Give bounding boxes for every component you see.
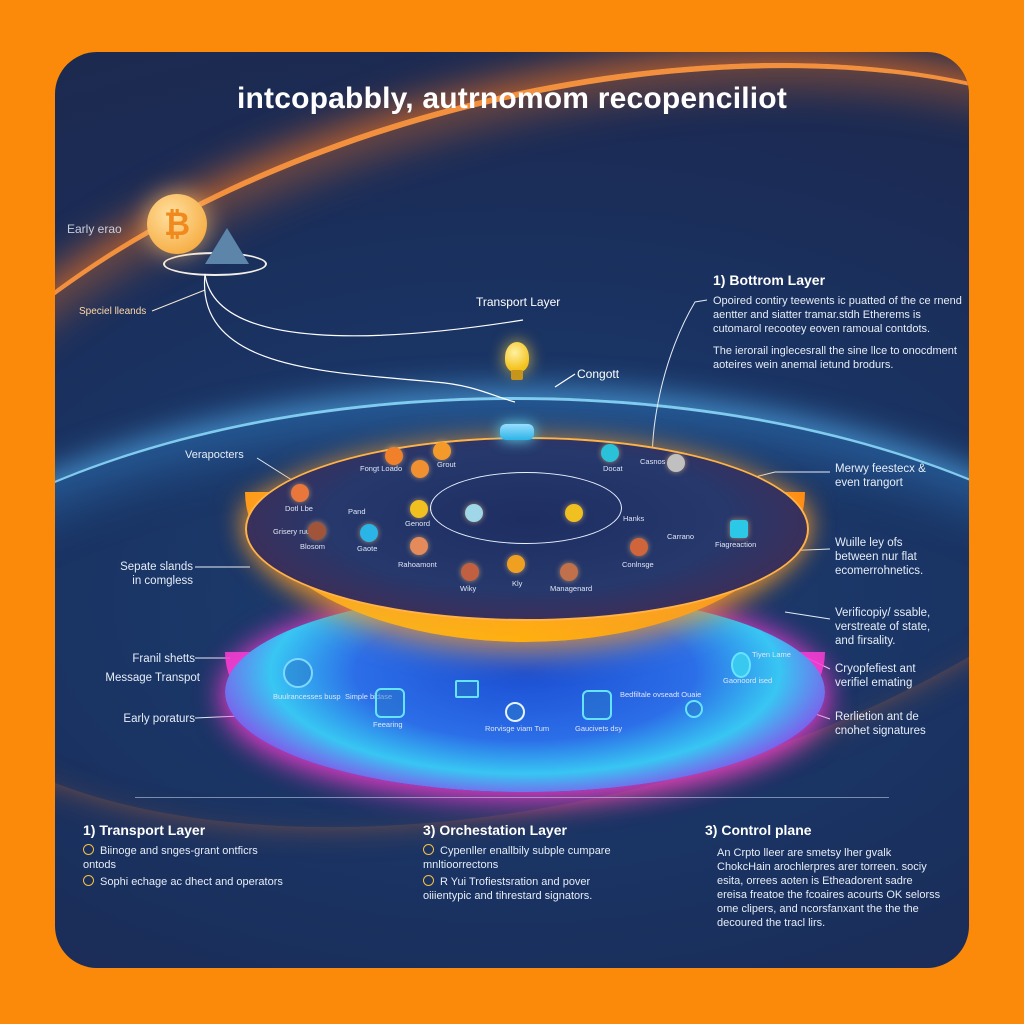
bottom-node-label: Gaonoord ised xyxy=(723,676,773,685)
node-icon xyxy=(667,454,685,472)
node-label: Rahoamont xyxy=(398,560,437,569)
page-title: intcopabbly, autrnomom recopenciliot xyxy=(236,82,788,115)
node-icon xyxy=(308,522,326,540)
clock-icon xyxy=(505,702,525,722)
node-label: Carrano xyxy=(667,532,695,541)
node-icon xyxy=(630,538,648,556)
node-label: Gaote xyxy=(357,544,378,553)
node-icon xyxy=(410,537,428,555)
bullet-text: Cypenller enallbily subple cumpare mnlti… xyxy=(423,845,611,871)
bottom-node-icon xyxy=(283,658,313,688)
left-label-1: Verapocters xyxy=(185,449,244,461)
lightbulb-icon xyxy=(505,342,529,372)
column-body: An Crpto lleer are smetsy lher gvalk Cho… xyxy=(717,847,941,929)
bottom-node-label: Rorvisge viam Tum xyxy=(485,724,550,733)
node-label: Blosom xyxy=(300,542,326,551)
left-label-3: Franil shetts xyxy=(132,653,195,665)
node-icon xyxy=(507,555,525,573)
node-label: Genord xyxy=(405,519,431,528)
column-heading: 1) Transport Layer xyxy=(83,822,206,838)
node-label: Hanks xyxy=(623,514,645,523)
bottom-node-label: Feearing xyxy=(373,720,403,729)
bullet-icon xyxy=(423,875,434,886)
node-icon xyxy=(461,563,479,581)
node-label: Grisery ruudes xyxy=(273,527,323,536)
ethereum-pyramid-icon xyxy=(205,228,249,264)
node-label: Grout xyxy=(437,460,456,469)
bullet-icon xyxy=(423,844,434,855)
infographic-panel: intcopabbly, autrnomom recopenciliot Ear… xyxy=(55,52,969,968)
central-hub-icon xyxy=(500,424,534,440)
column-transport: 1) Transport Layer Biinoge and snges-gra… xyxy=(83,822,283,889)
callout-heading: 1) Bottrom Layer xyxy=(713,272,826,288)
node-label: Conlnsge xyxy=(622,560,654,569)
right-label-4: Cryopfefiest ant verifiel emating xyxy=(835,663,916,689)
node-icon xyxy=(601,444,619,462)
node-label: Fiagreaction xyxy=(715,540,757,549)
bullet-icon xyxy=(83,844,94,855)
node-icon xyxy=(465,504,483,522)
bottom-node-label: Bedfiltale ovseadt Ouaie xyxy=(620,690,702,699)
node-icon xyxy=(411,460,429,478)
node-label: Docat xyxy=(603,464,623,473)
bullet-text: Biinoge and snges-grant ontficrs ontods xyxy=(83,845,258,871)
label-transport-layer: Transport Layer xyxy=(476,295,561,309)
lightbulb-base xyxy=(511,370,523,380)
node-icon xyxy=(730,520,748,538)
node-icon xyxy=(385,447,403,465)
column-heading: 3) Control plane xyxy=(705,822,812,838)
bottom-node-label: Simple bidase xyxy=(345,692,393,701)
bitcoin-icon: ₿ xyxy=(147,194,207,254)
node-icon xyxy=(291,484,309,502)
bullet-text: Sophi echage ac dhect and operators xyxy=(100,876,283,888)
node-label: Managenard xyxy=(550,584,593,593)
left-label-2: Sepate slands in comgless xyxy=(120,561,193,587)
right-label-1: Merwy feestecx & even trangort xyxy=(835,463,926,489)
node-label: Pand xyxy=(348,507,366,516)
envelope-icon xyxy=(455,680,479,698)
node-icon xyxy=(565,504,583,522)
node-label: Fongt Loado xyxy=(360,464,403,473)
node-label: Casnos xyxy=(640,457,666,466)
callout-para-2: The ierorail inglecesrall the sine llce … xyxy=(713,345,957,371)
label-congott: Congott xyxy=(577,367,620,381)
bullet-icon xyxy=(83,875,94,886)
right-callout: 1) Bottrom Layer Opoired contiry teewent… xyxy=(713,272,963,372)
node-icon xyxy=(433,442,451,460)
bottom-node-icon xyxy=(582,690,612,720)
section-divider xyxy=(135,797,889,798)
node-label: Kly xyxy=(512,579,523,588)
label-early-era: Early erao xyxy=(67,222,122,236)
right-label-2: Wuille ley ofs between nur flat ecomerro… xyxy=(835,537,924,577)
node-label: Wiky xyxy=(460,584,477,593)
right-label-5: Rerlietion ant de cnohet signatures xyxy=(835,711,926,737)
column-heading: 3) Orchestation Layer xyxy=(423,822,567,838)
drop-icon xyxy=(731,652,751,678)
left-label-4: Message Transpot xyxy=(105,672,200,684)
column-orchestration: 3) Orchestation Layer Cypenller enallbil… xyxy=(423,822,623,903)
blue-horizon-arc xyxy=(55,397,969,968)
node-icon xyxy=(410,500,428,518)
callout-para-1: Opoired contiry teewents ic puatted of t… xyxy=(713,295,962,335)
left-label-5: Early poraturs xyxy=(123,713,195,725)
node-icon xyxy=(560,563,578,581)
node-label: Dotl Lbe xyxy=(285,504,313,513)
bullet-text: R Yui Trofiestsration and pover oiiienty… xyxy=(423,876,593,902)
right-label-3: Verificopiy/ ssable, verstreate of state… xyxy=(835,607,931,647)
label-special-bands: Speciel lleands xyxy=(79,306,147,317)
bottom-node-label: Buulrancesses busp xyxy=(273,692,341,701)
node-icon xyxy=(360,524,378,542)
inner-orchestration-ring xyxy=(430,472,622,544)
bottom-node-icon xyxy=(375,688,405,718)
nodes-icon xyxy=(685,700,703,718)
bottom-node-label: Gaucivets dsy xyxy=(575,724,623,733)
column-control-plane: 3) Control plane An Crpto lleer are smet… xyxy=(705,822,945,930)
bottom-node-label: Tiyen Lame xyxy=(752,650,791,659)
